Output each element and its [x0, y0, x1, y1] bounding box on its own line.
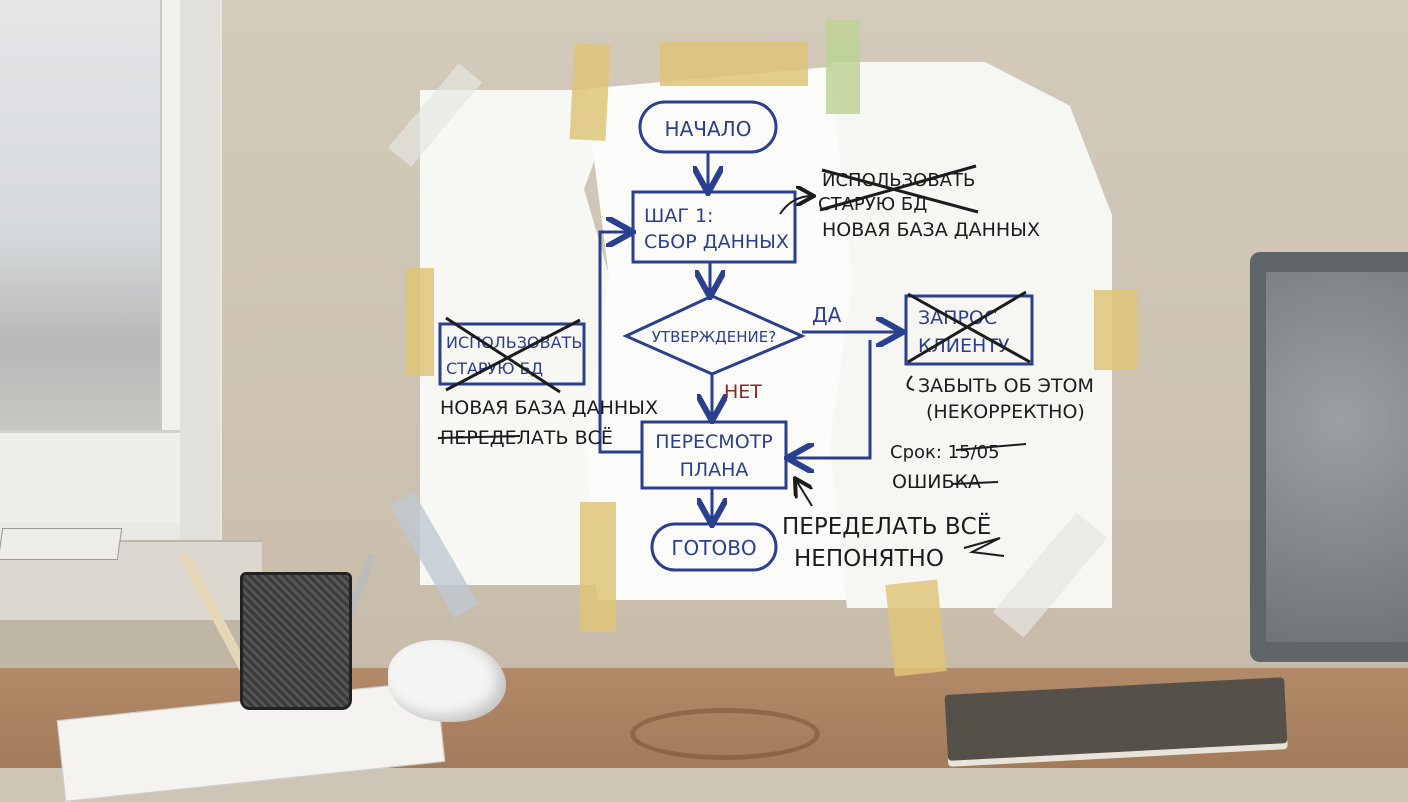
- client-label-line1: ЗАПРОС: [918, 307, 997, 329]
- note-new-db-top: НОВАЯ БАЗА ДАННЫХ: [822, 219, 1040, 241]
- flowchart: НАЧАЛО ШАГ 1: СБОР ДАННЫХ УТВЕРЖДЕНИЕ? Д…: [437, 100, 1094, 572]
- window-frame: [160, 0, 182, 520]
- window-frame-side: [180, 0, 220, 540]
- pencil-cup: [240, 572, 352, 710]
- review-label-line1: ПЕРЕСМОТР: [655, 431, 772, 453]
- note-redo-bottom: ПЕРЕДЕЛАТЬ ВСЁ: [782, 512, 991, 540]
- decision-label: УТВЕРЖДЕНИЕ?: [652, 328, 776, 346]
- done-node: [650, 522, 778, 572]
- note-redo-left: ПЕРЕДЕЛАТЬ ВСЁ: [440, 426, 613, 449]
- note-old-db-2: СТАРУЮ БД: [818, 194, 927, 215]
- window-glass: [0, 0, 160, 430]
- note-error: ОШИБКА: [892, 471, 981, 493]
- review-label-line2: ПЛАНА: [680, 459, 749, 481]
- tape-strip: [1094, 290, 1138, 370]
- left-old-db-line2: СТАРУЮ БД: [446, 359, 543, 378]
- note-new-db-left: НОВАЯ БАЗА ДАННЫХ: [440, 397, 658, 419]
- crumpled-paper: [388, 640, 506, 722]
- monitor-screen: [1266, 272, 1408, 642]
- tape-strip: [885, 579, 947, 677]
- note-forget: ЗАБЫТЬ ОБ ЭТОМ: [918, 375, 1094, 397]
- no-label: НЕТ: [724, 381, 762, 403]
- tape-strip: [580, 502, 616, 632]
- left-old-db-line1: ИСПОЛЬЗОВАТЬ: [446, 333, 582, 352]
- tape-strip: [660, 42, 808, 86]
- client-label-line2: КЛИЕНТУ: [918, 335, 1010, 357]
- note-deadline: Срок: 15/05: [890, 442, 1000, 463]
- step1-label-line1: ШАГ 1:: [644, 205, 713, 227]
- tape-strip: [406, 268, 434, 376]
- note-unclear: НЕПОНЯТНО: [794, 546, 944, 572]
- client-node: [904, 294, 1034, 366]
- note-incorrect: (НЕКОРРЕКТНО): [926, 401, 1085, 423]
- left-old-db-node: [438, 322, 586, 386]
- step1-label-line2: СБОР ДАННЫХ: [644, 231, 789, 253]
- tape-strip: [569, 43, 611, 141]
- yes-label: ДА: [812, 303, 842, 327]
- tape-strip: [826, 20, 860, 114]
- note-old-db-1: ИСПОЛЬЗОВАТЬ: [822, 170, 975, 191]
- coffee-stain: [630, 708, 820, 760]
- window-sill: [0, 430, 180, 523]
- start-label: НАЧАЛО: [665, 117, 752, 141]
- done-label: ГОТОВО: [671, 536, 756, 560]
